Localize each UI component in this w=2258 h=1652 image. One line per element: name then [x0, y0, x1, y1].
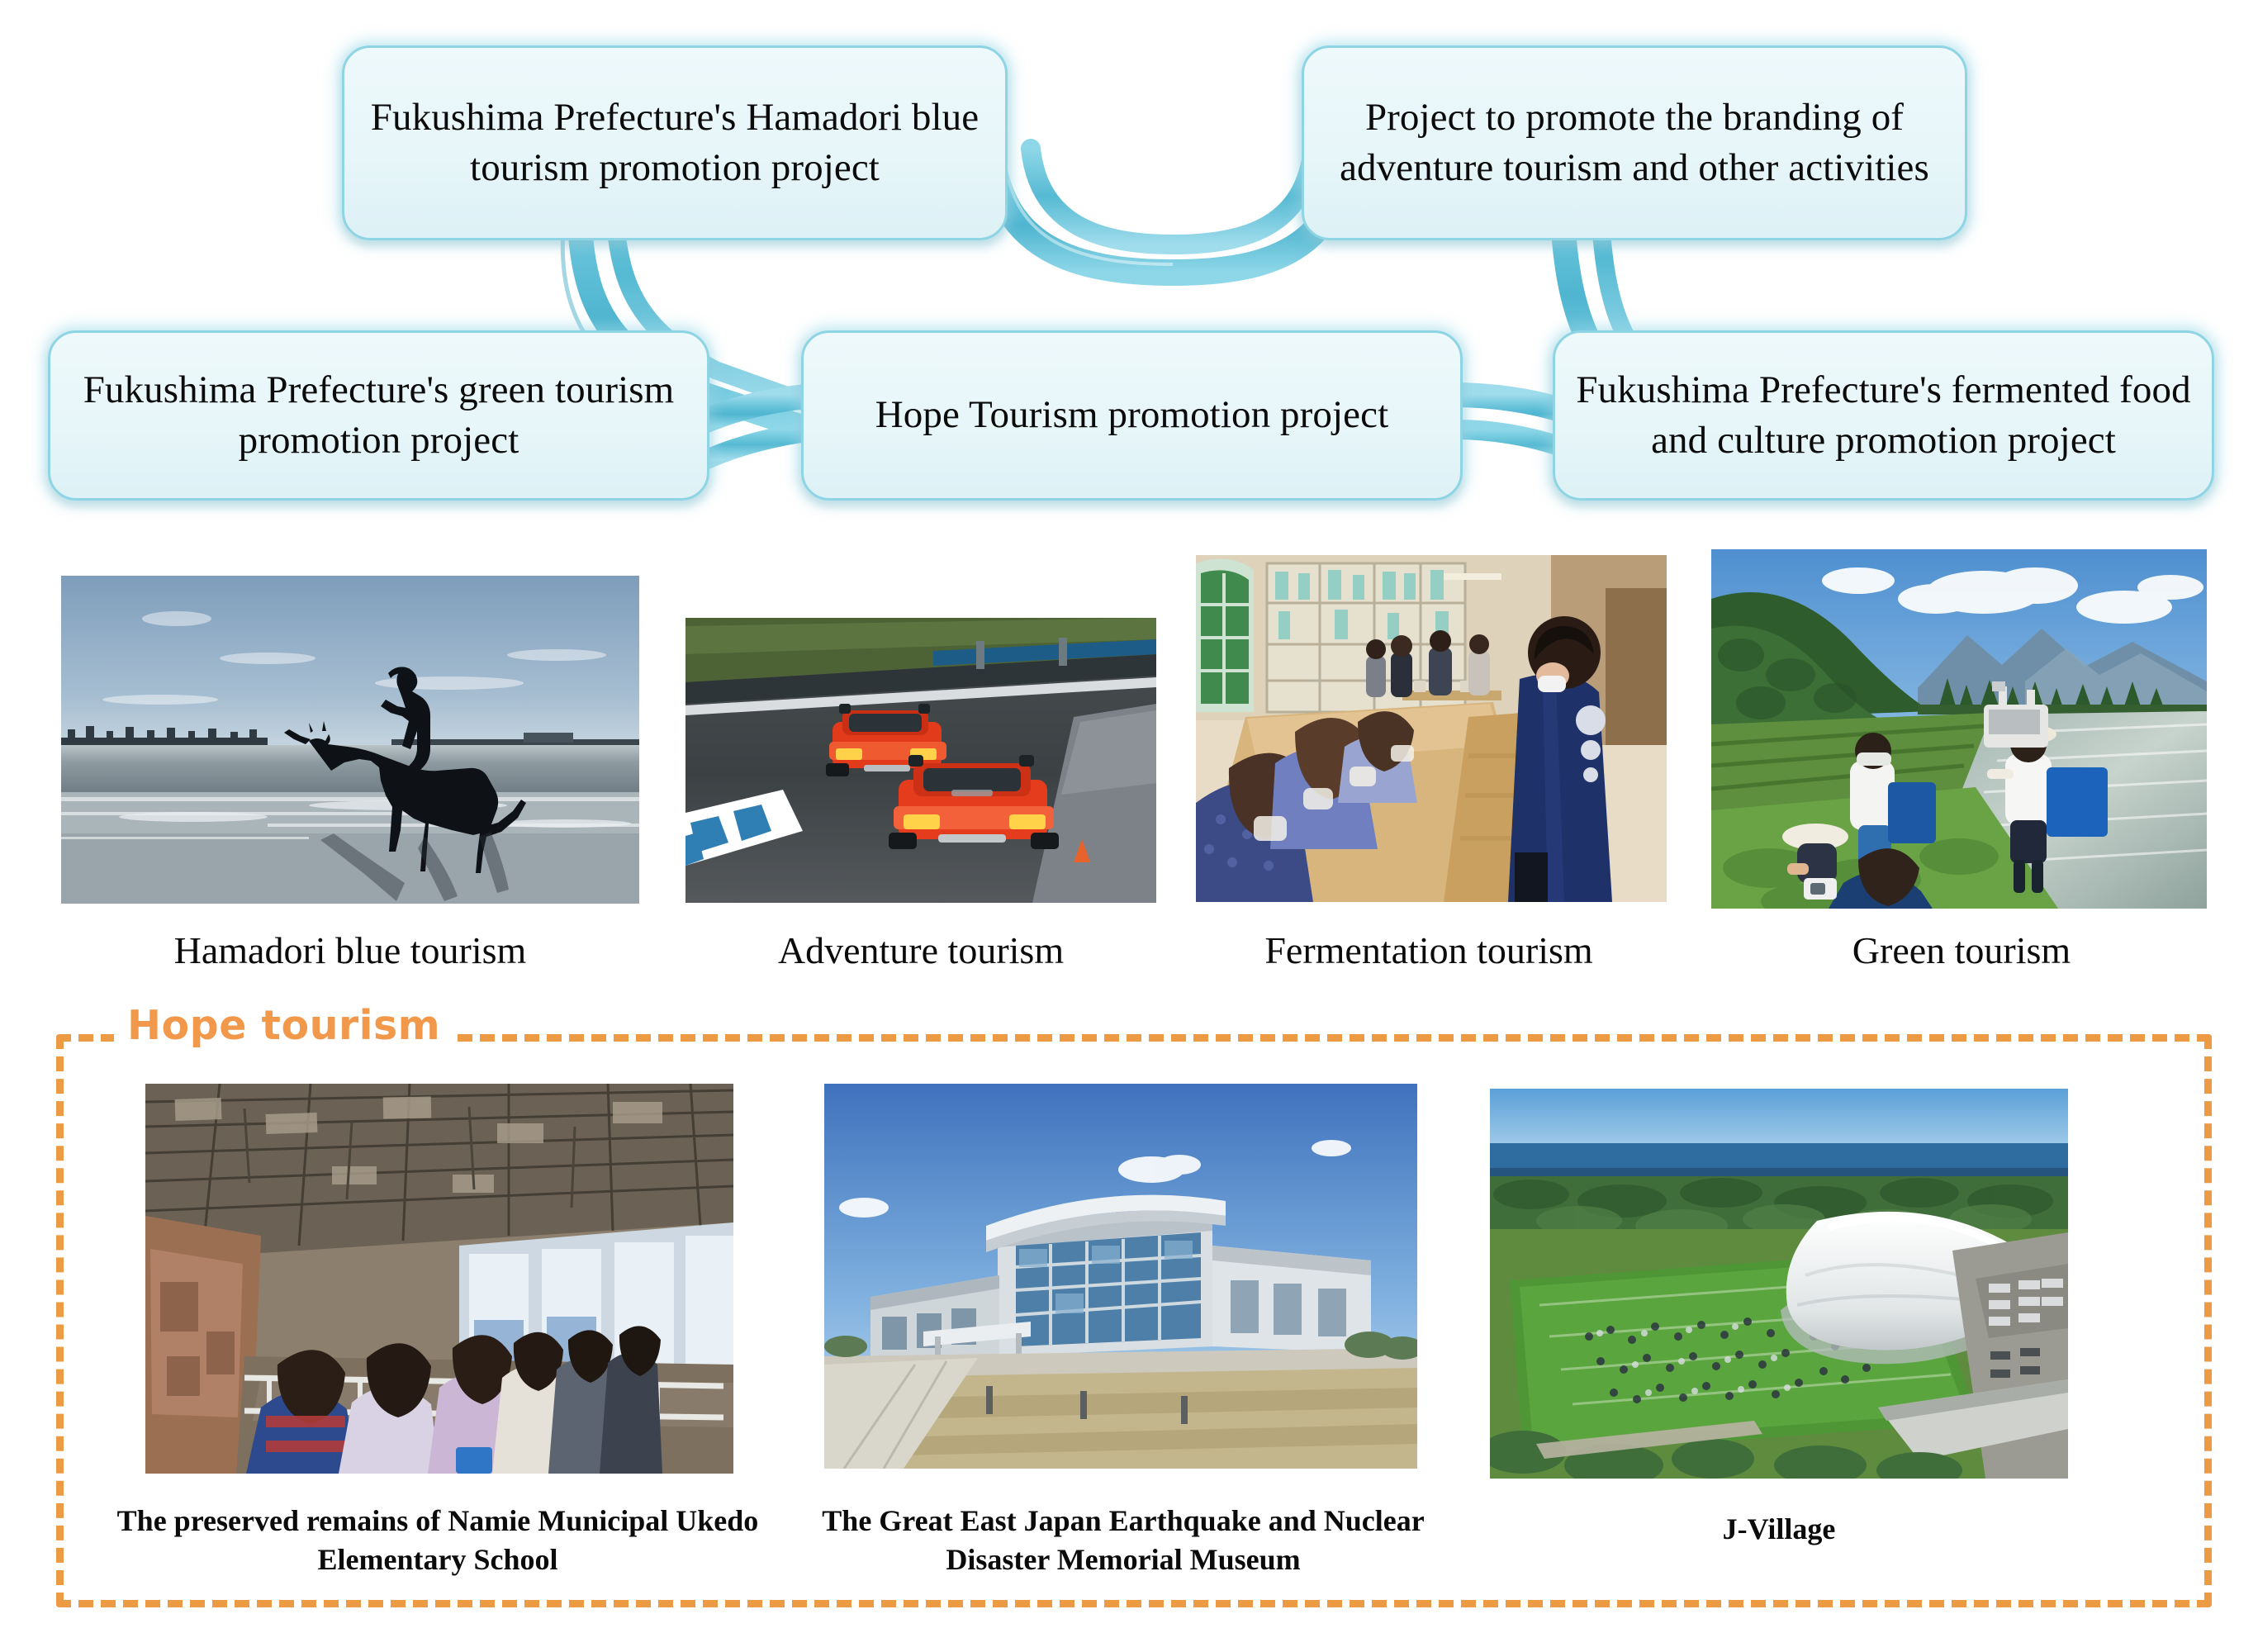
- caption-ukedo-school: The preserved remains of Namie Municipal…: [116, 1502, 760, 1579]
- node-adventure-branding[interactable]: Project to promote the branding of adven…: [1302, 45, 1967, 240]
- j-village-aerial-illustration: [1490, 1089, 2068, 1479]
- visitor-group: [246, 1326, 662, 1474]
- photo-green-tourism[interactable]: [1711, 549, 2207, 909]
- photo-fermentation-tourism[interactable]: [1196, 555, 1667, 902]
- caption-text: J-Village: [1722, 1512, 1836, 1545]
- caption-text: The preserved remains of Namie Municipal…: [116, 1504, 759, 1576]
- photo-adventure-tourism[interactable]: [685, 618, 1156, 903]
- caption-green-tourism: Green tourism: [1718, 929, 2205, 972]
- caption-text: Adventure tourism: [777, 929, 1065, 971]
- museum-building: [870, 1194, 1371, 1365]
- node-label: Fukushima Prefecture's green tourism pro…: [83, 368, 675, 462]
- background-people: [1366, 630, 1490, 697]
- photo-ukedo-school[interactable]: [145, 1084, 733, 1474]
- kerb: [685, 790, 803, 866]
- node-hope-tourism[interactable]: Hope Tourism promotion project: [801, 330, 1463, 501]
- horse-rider-silhouette: [284, 667, 526, 873]
- rice-paddy-illustration: [1711, 549, 2207, 909]
- caption-text: Hamadori blue tourism: [173, 929, 527, 971]
- node-fermented-food[interactable]: Fukushima Prefecture's fermented food an…: [1553, 330, 2214, 501]
- caption-adventure-tourism: Adventure tourism: [669, 929, 1173, 972]
- memorial-museum-illustration: [824, 1084, 1417, 1469]
- caption-text: Green tourism: [1852, 929, 2071, 971]
- caption-memorial-museum: The Great East Japan Earthquake and Nucl…: [793, 1502, 1454, 1579]
- node-label: Hope Tourism promotion project: [875, 393, 1389, 437]
- beach-horse-illustration: [61, 576, 639, 904]
- node-label: Fukushima Prefecture's Hamadori blue tou…: [370, 95, 980, 189]
- hope-tourism-title-text: Hope tourism: [127, 1002, 441, 1049]
- caption-fermentation-tourism: Fermentation tourism: [1189, 929, 1668, 972]
- node-hamadori-blue[interactable]: Fukushima Prefecture's Hamadori blue tou…: [342, 45, 1008, 240]
- node-label: Project to promote the branding of adven…: [1340, 95, 1929, 189]
- photo-memorial-museum[interactable]: [824, 1084, 1417, 1469]
- caption-text: Fermentation tourism: [1264, 929, 1593, 971]
- node-green-tourism[interactable]: Fukushima Prefecture's green tourism pro…: [48, 330, 709, 501]
- caption-text: The Great East Japan Earthquake and Nucl…: [822, 1504, 1425, 1576]
- hope-tourism-frame: [56, 1034, 2212, 1607]
- photo-hamadori-blue-tourism[interactable]: [61, 576, 639, 904]
- race-car-2: [889, 755, 1059, 849]
- guide-in-happi-coat: [1508, 616, 1612, 902]
- caption-hamadori-blue-tourism: Hamadori blue tourism: [61, 929, 639, 972]
- node-label: Fukushima Prefecture's fermented food an…: [1576, 368, 2191, 462]
- photo-j-village[interactable]: [1490, 1089, 2068, 1479]
- rice-planting-workers: [1782, 681, 2108, 909]
- hope-tourism-title: Hope tourism: [114, 1002, 458, 1049]
- fermentation-workshop-illustration: [1196, 555, 1667, 902]
- caption-j-village: J-Village: [1490, 1510, 2068, 1549]
- damaged-school-interior-illustration: [145, 1084, 733, 1474]
- race-cars-illustration: [685, 618, 1156, 903]
- ring-center: [978, 135, 1361, 287]
